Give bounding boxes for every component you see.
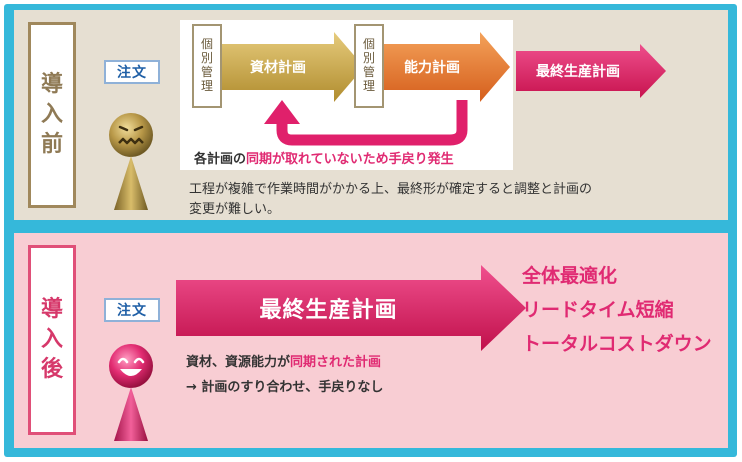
before-label-char: 入 [40, 102, 63, 127]
before-panel: 導 入 前 注文 個別管理 資材計画 個別管理 能力計画 [14, 10, 728, 220]
after-sync-line2: → 計画のすり合わせ、手戻りなし [186, 380, 384, 395]
material-plan-arrow [222, 32, 364, 102]
after-final-plan-arrow [176, 265, 526, 351]
after-final-plan-label: 最終生産計画 [259, 298, 398, 323]
before-label-char: 前 [40, 132, 63, 157]
result-leadtime-reduction: リードタイム短縮 [522, 299, 674, 321]
before-order-label: 注文 [104, 60, 160, 84]
happy-person-icon [109, 344, 153, 441]
before-label-char: 導 [40, 72, 63, 97]
capacity-plan-label: 能力計画 [404, 60, 460, 76]
final-plan-arrow [516, 44, 666, 98]
after-order-label: 注文 [104, 298, 160, 322]
material-plan-label: 資材計画 [250, 60, 306, 76]
after-label-char: 入 [40, 327, 63, 352]
capacity-plan-arrow [384, 32, 510, 102]
after-label-char: 後 [40, 357, 63, 382]
result-overall-optimization: 全体最適化 [522, 265, 618, 287]
after-label: 導 入 後 [28, 245, 76, 435]
after-panel: 導 入 後 注文 最終生産計画 資材、資源能力が同期された計画 → 計画のすり合… [14, 233, 728, 448]
result-total-cost-down: トータルコストダウン [522, 333, 712, 355]
after-sync-text: 資材、資源能力が同期された計画 [186, 355, 382, 370]
worried-person-icon [109, 113, 153, 210]
before-label: 導 入 前 [28, 22, 76, 208]
before-description-line1: 工程が複雑で作業時間がかかる上、最終形が確定すると調整と計画の [189, 182, 593, 197]
individual-management-2: 個別管理 [354, 24, 384, 108]
individual-management-1: 個別管理 [192, 24, 222, 108]
feedback-return-arrow [264, 100, 468, 146]
final-plan-label: 最終生産計画 [536, 64, 620, 80]
before-description-line2: 変更が難しい。 [189, 202, 281, 217]
after-label-char: 導 [40, 297, 63, 322]
sync-issue-text: 各計画の同期が取れていないため手戻り発生 [194, 152, 454, 167]
